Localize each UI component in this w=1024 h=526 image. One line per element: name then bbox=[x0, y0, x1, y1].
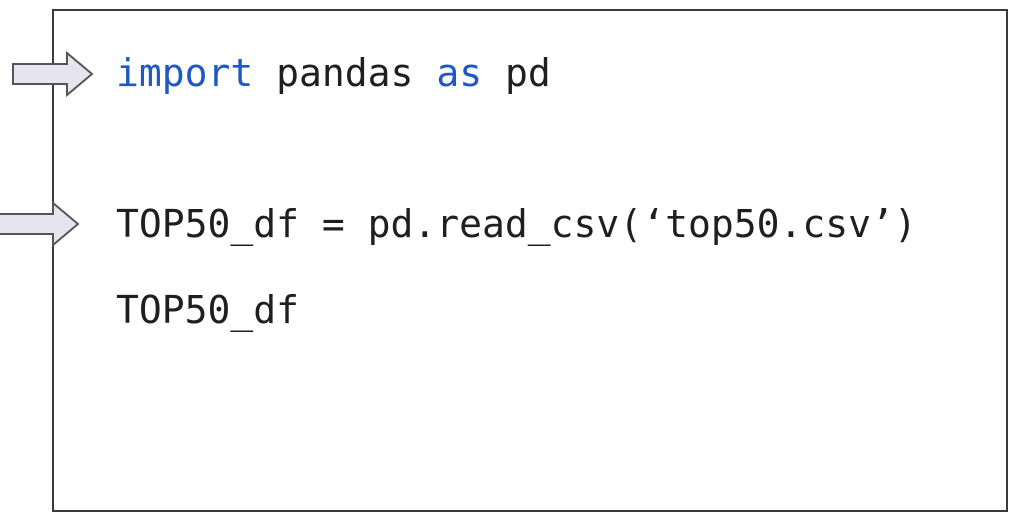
code-line-read-csv: TOP50_df = pd.read_csv(‘top50.csv’) bbox=[116, 202, 917, 246]
code-line-dataframe: TOP50_df bbox=[116, 288, 299, 332]
code-line-import: import pandas as pd bbox=[116, 51, 551, 95]
right-arrow-icon bbox=[12, 51, 94, 97]
right-arrow-icon bbox=[0, 201, 80, 247]
read-csv-statement: TOP50_df = pd.read_csv(‘top50.csv’) bbox=[116, 202, 917, 246]
code-panel bbox=[52, 9, 1008, 512]
alias-name: pd bbox=[482, 51, 551, 95]
dataframe-expression: TOP50_df bbox=[116, 288, 300, 332]
keyword-as: as bbox=[436, 51, 483, 95]
module-name: pandas bbox=[253, 51, 437, 95]
keyword-import: import bbox=[116, 51, 254, 95]
